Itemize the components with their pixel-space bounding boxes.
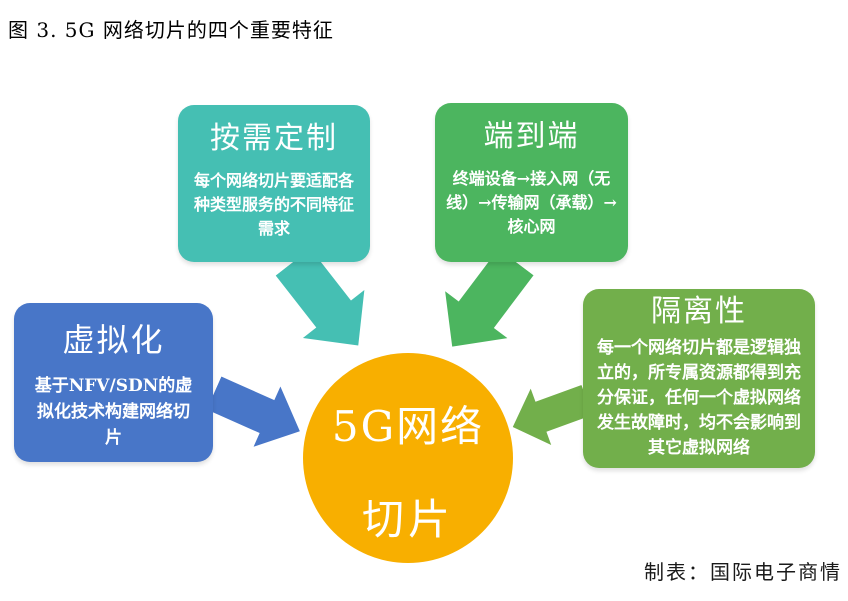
figure-title: 图 3. 5G 网络切片的四个重要特征: [8, 18, 334, 42]
feature-title-virtualization: 虚拟化: [62, 321, 165, 359]
feature-box-end-to-end: 端到端 终端设备→接入网（无线）→传输网（承载）→核心网: [435, 103, 628, 262]
center-circle-text-line1: 5G网络: [331, 402, 485, 451]
feature-body-end-to-end: 终端设备→接入网（无线）→传输网（承载）→核心网: [446, 169, 617, 236]
feature-title-on-demand: 按需定制: [210, 121, 338, 156]
center-circle-text-line2: 切片: [361, 495, 454, 544]
source-caption: 制表：国际电子商情: [644, 560, 842, 584]
center-circle-5g-network-slicing: 5G网络 切片: [303, 353, 513, 563]
feature-box-virtualization: 虚拟化 基于NFV/SDN的虚拟化技术构建网络切片: [14, 303, 213, 462]
feature-title-isolation: 隔离性: [651, 294, 747, 329]
feature-body-virtualization: 基于NFV/SDN的虚拟化技术构建网络切片: [34, 376, 193, 449]
arrow-end-to-end-to-center: [445, 248, 534, 347]
arrow-virtualization-to-center: [206, 376, 300, 447]
feature-title-end-to-end: 端到端: [483, 119, 580, 154]
feature-box-isolation: 隔离性 每一个网络切片都是逻辑独立的，所专属资源都得到充分保证，任何一个虚拟网络…: [583, 289, 815, 468]
arrow-on-demand-to-center: [275, 248, 365, 346]
arrow-isolation-to-center: [512, 384, 593, 445]
feature-body-on-demand: 每个网络切片要适配各种类型服务的不同特征需求: [193, 171, 354, 238]
feature-box-on-demand: 按需定制 每个网络切片要适配各种类型服务的不同特征需求: [178, 105, 370, 262]
feature-body-isolation: 每一个网络切片都是逻辑独立的，所专属资源都得到充分保证，任何一个虚拟网络发生故障…: [597, 338, 801, 458]
